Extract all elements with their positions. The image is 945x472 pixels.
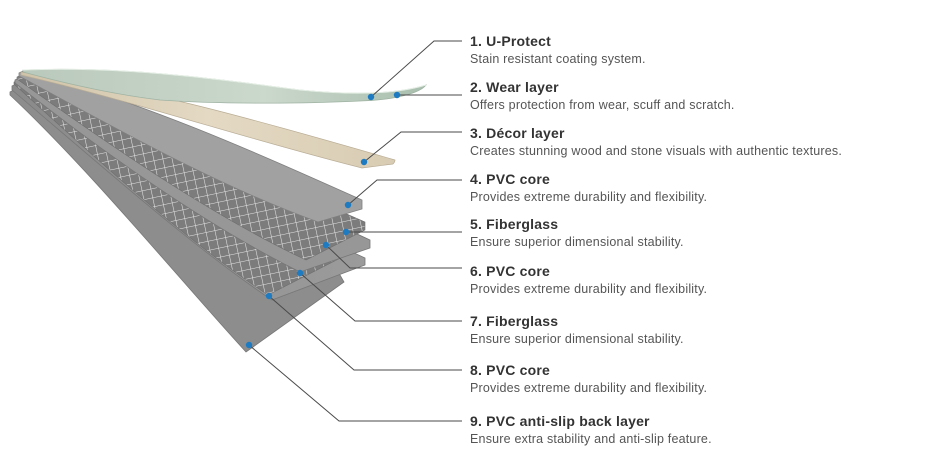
layer-description: Offers protection from wear, scuff and s… <box>470 98 735 112</box>
layer-description: Ensure extra stability and anti-slip fea… <box>470 432 712 446</box>
layer-description: Provides extreme durability and flexibil… <box>470 381 708 395</box>
layer-description: Ensure superior dimensional stability. <box>470 332 684 346</box>
layer-label-1: 1. U-Protect Stain resistant coating sys… <box>470 33 940 68</box>
anchor-dot-9 <box>245 341 253 349</box>
anchor-dot-1 <box>367 93 375 101</box>
layer-description: Stain resistant coating system. <box>470 52 646 66</box>
leader-line-9 <box>248 344 462 422</box>
anchor-dot-8 <box>265 292 273 300</box>
leader-line-8 <box>268 295 462 371</box>
anchor-dot-2 <box>393 91 401 99</box>
layer-title: 1. U-Protect <box>470 33 551 49</box>
layer-label-6: 6. PVC core Provides extreme durability … <box>470 263 940 298</box>
layer-description: Ensure superior dimensional stability. <box>470 235 684 249</box>
layer-label-7: 7. Fiberglass Ensure superior dimensiona… <box>470 313 940 348</box>
layer-label-5: 5. Fiberglass Ensure superior dimensiona… <box>470 216 940 251</box>
anchor-dot-4 <box>344 201 352 209</box>
layer-title: 8. PVC core <box>470 362 551 378</box>
layer-title: 5. Fiberglass <box>470 216 559 232</box>
layer-title: 3. Décor layer <box>470 125 565 141</box>
leader-line-6 <box>325 244 462 269</box>
layer-label-3: 3. Décor layer Creates stunning wood and… <box>470 125 940 160</box>
layer-label-4: 4. PVC core Provides extreme durability … <box>470 171 940 206</box>
anchor-dot-6 <box>322 241 330 249</box>
leader-line-7 <box>299 272 462 322</box>
layer-description: Provides extreme durability and flexibil… <box>470 282 708 296</box>
leader-line-3 <box>363 131 462 163</box>
layer-title: 9. PVC anti-slip back layer <box>470 413 650 429</box>
layer-title: 2. Wear layer <box>470 79 559 95</box>
layer-description: Provides extreme durability and flexibil… <box>470 190 708 204</box>
coating-edge-highlight <box>22 68 427 94</box>
layer-title: 4. PVC core <box>470 171 551 187</box>
layer-title: 6. PVC core <box>470 263 551 279</box>
layer-title: 7. Fiberglass <box>470 313 559 329</box>
layer-label-9: 9. PVC anti-slip back layer Ensure extra… <box>470 413 940 448</box>
layer-label-2: 2. Wear layer Offers protection from wea… <box>470 79 940 114</box>
anchor-dot-3 <box>360 158 368 166</box>
leader-line-1 <box>370 40 462 98</box>
leader-line-4 <box>347 179 462 206</box>
anchor-dot-5 <box>342 228 350 236</box>
leader-lines <box>245 40 462 422</box>
anchor-dot-7 <box>296 269 304 277</box>
layer-description: Creates stunning wood and stone visuals … <box>470 144 843 158</box>
layer-label-8: 8. PVC core Provides extreme durability … <box>470 362 940 397</box>
